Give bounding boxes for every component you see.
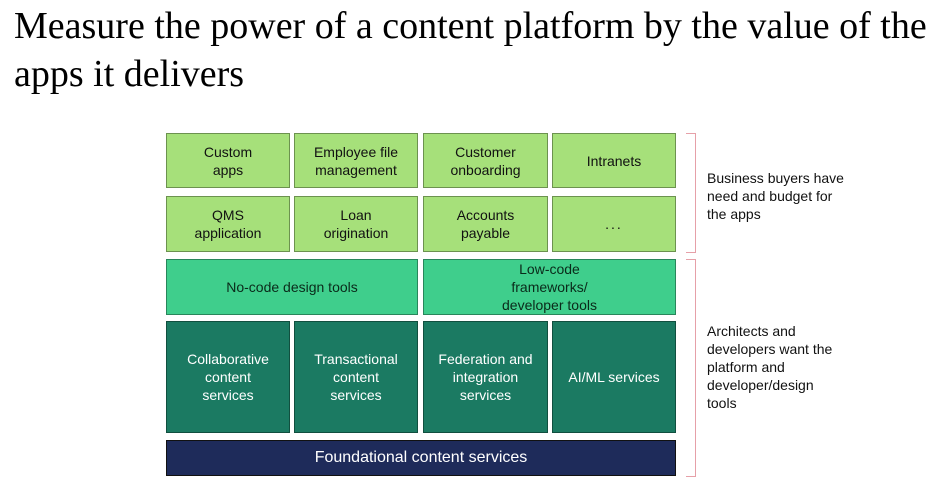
app-label: Employee file management bbox=[313, 143, 399, 178]
service-transactional: Transactional content services bbox=[294, 321, 418, 433]
tool-no-code-design: No-code design tools bbox=[166, 259, 418, 315]
page-title: Measure the power of a content platform … bbox=[14, 5, 927, 95]
app-employee-file-management: Employee file management bbox=[294, 133, 418, 188]
tool-label: Low-code frameworks/ developer tools bbox=[502, 261, 597, 313]
app-loan-origination: Loan origination bbox=[294, 196, 418, 252]
service-label: Federation and integration services bbox=[438, 351, 533, 403]
service-label: Transactional content services bbox=[314, 351, 398, 403]
service-label: Collaborative content services bbox=[187, 351, 269, 403]
service-ai-ml: AI/ML services bbox=[552, 321, 676, 433]
service-label: AI/ML services bbox=[568, 369, 660, 385]
app-intranets: Intranets bbox=[552, 133, 676, 188]
app-label: ... bbox=[605, 216, 623, 232]
foundational-content-services: Foundational content services bbox=[166, 440, 676, 476]
app-label: Accounts payable bbox=[456, 207, 515, 241]
note-architects-developers: Architects and developers want the platf… bbox=[707, 323, 833, 411]
foundation-label: Foundational content services bbox=[314, 449, 528, 466]
app-label: Loan origination bbox=[323, 207, 389, 241]
service-federation-integration: Federation and integration services bbox=[423, 321, 548, 433]
tool-low-code-frameworks: Low-code frameworks/ developer tools bbox=[423, 259, 676, 315]
app-label: QMS application bbox=[194, 207, 262, 241]
app-qms-application: QMS application bbox=[166, 196, 290, 252]
app-customer-onboarding: Customer onboarding bbox=[423, 133, 548, 188]
bracket-business-buyers bbox=[686, 133, 696, 253]
service-collaborative: Collaborative content services bbox=[166, 321, 290, 433]
bracket-architects-developers bbox=[686, 259, 696, 477]
app-label: Customer onboarding bbox=[450, 143, 521, 178]
app-custom-apps: Custom apps bbox=[166, 133, 290, 188]
app-label: Intranets bbox=[586, 152, 642, 169]
tool-label: No-code design tools bbox=[226, 279, 358, 295]
app-accounts-payable: Accounts payable bbox=[423, 196, 548, 252]
app-more-ellipsis: ... bbox=[552, 196, 676, 252]
app-label: Custom apps bbox=[203, 143, 253, 178]
note-business-buyers: Business buyers have need and budget for… bbox=[707, 170, 844, 222]
